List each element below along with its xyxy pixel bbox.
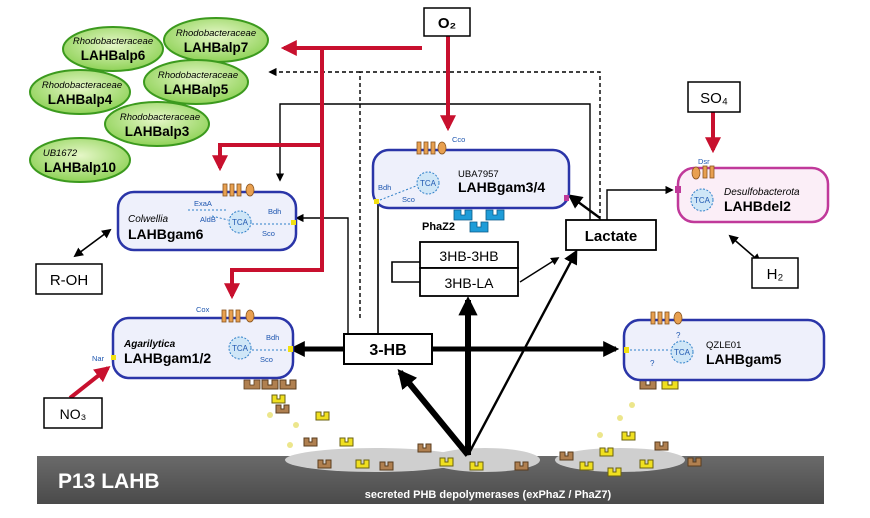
gam6-sco: Sco bbox=[262, 229, 275, 238]
gam12-name: LAHBgam1/2 bbox=[124, 350, 211, 366]
gam34-bdh: Bdh bbox=[378, 183, 391, 192]
gam6-aldb: AldB bbox=[200, 215, 216, 224]
gam12-tca: TCA bbox=[232, 344, 249, 353]
lactate-label: Lactate bbox=[585, 228, 638, 245]
roh-box: R-OH bbox=[35, 263, 103, 295]
alpha-cell-4: Rhodobacteraceae LAHBalp4 bbox=[29, 69, 131, 115]
hbla-label: 3HB-LA bbox=[444, 275, 494, 291]
alpha4-name: LAHBalp4 bbox=[48, 92, 113, 107]
gam6-taxon: Colwellia bbox=[128, 214, 168, 225]
cell-gam12: TCA Cox Nar Bdh Sco Agarilytica LAHBgam1… bbox=[92, 305, 295, 390]
secreted-enzymes bbox=[261, 379, 702, 477]
tca-cycle-icon bbox=[228, 336, 252, 360]
alpha10-taxon: UB1672 bbox=[43, 148, 78, 159]
gam34-tca: TCA bbox=[420, 179, 437, 188]
o2-box: O₂ bbox=[423, 7, 471, 37]
hbla-box: 3HB-LA bbox=[419, 267, 519, 297]
so4-box: SO₄ bbox=[687, 81, 741, 113]
gam34-sco: Sco bbox=[402, 195, 415, 204]
cell-gam6: TCA ExaA AldB Bdh Sco Colwellia LAHBgam6 bbox=[116, 183, 298, 252]
3hb-box: 3-HB bbox=[343, 333, 433, 365]
cell-del2: TCA Dsr Desulfobacterota LAHBdel2 bbox=[675, 157, 830, 224]
alpha5-taxon: Rhodobacteraceae bbox=[158, 70, 238, 81]
alpha4-taxon: Rhodobacteraceae bbox=[42, 80, 122, 91]
no3-box: NO₃ bbox=[43, 397, 103, 429]
gam6-name: LAHBgam6 bbox=[128, 226, 204, 242]
alpha7-name: LAHBalp7 bbox=[184, 40, 249, 55]
tca-cycle-icon bbox=[416, 171, 440, 195]
gam12-bdh: Bdh bbox=[266, 333, 279, 342]
gam34-name: LAHBgam3/4 bbox=[458, 179, 545, 195]
no3-label: NO₃ bbox=[60, 406, 87, 422]
gam6-tca: TCA bbox=[232, 218, 249, 227]
roh-label: R-OH bbox=[50, 272, 88, 289]
alpha3-name: LAHBalp3 bbox=[125, 124, 190, 139]
del2-taxon: Desulfobacterota bbox=[724, 187, 800, 198]
gam5-tca: TCA bbox=[674, 348, 691, 357]
phaz2-label: PhaZ2 bbox=[422, 221, 455, 233]
depolymerase-label: secreted PHB depolymerases (exPhaZ / Pha… bbox=[365, 489, 612, 501]
gam6-bdh: Bdh bbox=[268, 207, 281, 216]
alpha5-name: LAHBalp5 bbox=[164, 82, 229, 97]
h2-label: H₂ bbox=[767, 266, 784, 283]
3hb-label: 3-HB bbox=[369, 342, 406, 359]
nitrate-arrow bbox=[68, 366, 111, 400]
alpha-cell-5: Rhodobacteraceae LAHBalp5 bbox=[143, 59, 249, 105]
hb3hb-label: 3HB-3HB bbox=[439, 248, 498, 264]
gam5-name: LAHBgam5 bbox=[706, 351, 782, 367]
del2-dsr: Dsr bbox=[698, 157, 710, 166]
alpha-cell-10: UB1672 LAHBalp10 bbox=[29, 137, 131, 183]
alpha3-taxon: Rhodobacteraceae bbox=[120, 112, 200, 123]
base-label: P13 LAHB bbox=[58, 470, 160, 493]
transporter-icon bbox=[416, 141, 447, 155]
o2-label: O₂ bbox=[438, 15, 456, 32]
del2-tca: TCA bbox=[694, 196, 711, 205]
gam12-sco: Sco bbox=[260, 355, 273, 364]
cell-gam5: TCA ? ? QZLE01 LAHBgam5 bbox=[622, 311, 826, 382]
tca-cycle-icon bbox=[690, 188, 714, 212]
alpha-cell-3: Rhodobacteraceae LAHBalp3 bbox=[104, 101, 210, 147]
tca-cycle-icon bbox=[228, 210, 252, 234]
p13-lahb-base: P13 LAHB secreted PHB depolymerases (exP… bbox=[37, 448, 824, 504]
gam12-nar: Nar bbox=[92, 354, 105, 363]
cell-gam34: TCA Cco Bdh Sco UBA7957 LAHBgam3/4 bbox=[371, 135, 571, 210]
alpha-cell-7: Rhodobacteraceae LAHBalp7 bbox=[163, 17, 269, 63]
gam6-exaa: ExaA bbox=[194, 199, 212, 208]
alpha-cell-6: Rhodobacteraceae LAHBalp6 bbox=[62, 26, 164, 72]
alpha6-name: LAHBalp6 bbox=[81, 48, 146, 63]
phaz2-enzymes: PhaZ2 bbox=[422, 209, 505, 233]
tca-cycle-icon bbox=[670, 340, 694, 364]
hb3hb-box: 3HB-3HB bbox=[419, 241, 519, 269]
gam12-cox: Cox bbox=[196, 305, 210, 314]
gam5-taxon: QZLE01 bbox=[706, 340, 741, 351]
alpha10-name: LAHBalp10 bbox=[44, 160, 116, 175]
gam5-q1: ? bbox=[676, 331, 681, 340]
so4-label: SO₄ bbox=[700, 90, 728, 107]
gam34-taxon: UBA7957 bbox=[458, 169, 499, 180]
del2-name: LAHBdel2 bbox=[724, 198, 791, 214]
gam12-taxon: Agarilytica bbox=[123, 339, 176, 350]
connectors bbox=[73, 67, 762, 457]
gam5-q2: ? bbox=[650, 359, 655, 368]
oxygen-arrows bbox=[212, 36, 456, 300]
h2-box: H₂ bbox=[751, 257, 799, 289]
alphaproteobacteria-cluster: Rhodobacteraceae LAHBalp6 Rhodobacterace… bbox=[29, 17, 269, 183]
alpha7-taxon: Rhodobacteraceae bbox=[176, 28, 256, 39]
gam34-cco: Cco bbox=[452, 135, 465, 144]
alpha6-taxon: Rhodobacteraceae bbox=[73, 36, 153, 47]
lactate-box: Lactate bbox=[565, 219, 657, 251]
